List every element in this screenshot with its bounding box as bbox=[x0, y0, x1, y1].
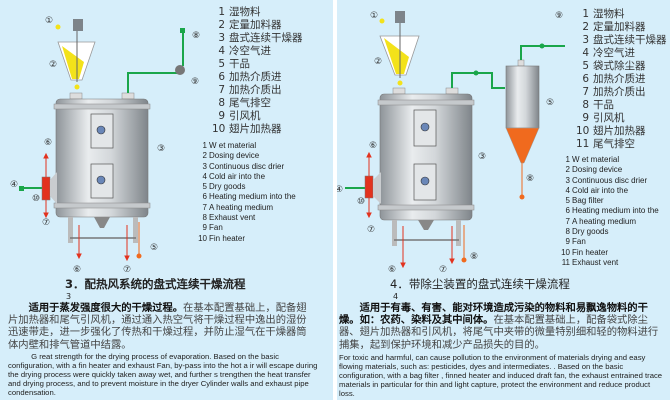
svg-text:⑦: ⑦ bbox=[367, 225, 375, 235]
svg-text:⑦: ⑦ bbox=[439, 265, 447, 275]
hot-air-drying-flow-diagram: ① ② ⑧ ⑨ ③ ⑥ ④ ⑩ ⑦ ⑤ ⑥ ⑦ bbox=[10, 16, 200, 275]
svg-text:⑧: ⑧ bbox=[192, 31, 200, 41]
section-title: 3．配热风系统的盘式连续干燥流程 bbox=[65, 277, 246, 291]
svg-text:③: ③ bbox=[478, 152, 486, 162]
svg-text:①: ① bbox=[45, 16, 53, 26]
svg-text:⑦: ⑦ bbox=[123, 265, 131, 275]
section-number: 3 bbox=[66, 292, 72, 301]
dosing-device bbox=[55, 19, 96, 90]
section-number: 4 bbox=[393, 292, 399, 301]
description-en: For toxic and harmful, can cause polluti… bbox=[339, 353, 663, 398]
svg-text:④: ④ bbox=[10, 180, 18, 190]
exhaust-pipe bbox=[345, 45, 565, 189]
svg-text:⑨: ⑨ bbox=[191, 77, 199, 87]
fan-icon bbox=[175, 65, 185, 75]
svg-text:⑥: ⑥ bbox=[44, 138, 52, 148]
callout-numbers: ① ② ⑧ ⑨ ③ ⑥ ④ ⑩ ⑦ ⑤ ⑥ ⑦ bbox=[10, 16, 200, 275]
svg-text:⑩: ⑩ bbox=[357, 197, 365, 207]
svg-text:⑥: ⑥ bbox=[73, 265, 81, 275]
svg-text:⑧: ⑧ bbox=[470, 252, 478, 262]
svg-text:⑥: ⑥ bbox=[369, 141, 377, 151]
bag-filter bbox=[505, 59, 540, 200]
svg-text:③: ③ bbox=[157, 144, 165, 154]
disc-dryer bbox=[377, 87, 475, 246]
svg-text:⑤: ⑤ bbox=[150, 243, 158, 253]
svg-text:⑧: ⑧ bbox=[526, 174, 534, 184]
svg-text:②: ② bbox=[374, 57, 382, 67]
dust-removal-flow-diagram: ① ② ⑨ ⑤ ③ ⑥ ④ ⑩ ⑦ ⑧ ⑧ ⑥ ⑦ bbox=[337, 11, 565, 275]
svg-text:⑥: ⑥ bbox=[388, 265, 396, 275]
svg-text:⑨: ⑨ bbox=[555, 11, 563, 21]
svg-text:②: ② bbox=[49, 60, 57, 70]
dosing-device bbox=[379, 11, 420, 86]
svg-text:④: ④ bbox=[337, 185, 343, 195]
svg-text:⑤: ⑤ bbox=[546, 98, 554, 108]
callout-numbers: ① ② ⑨ ⑤ ③ ⑥ ④ ⑩ ⑦ ⑧ ⑧ ⑥ ⑦ bbox=[337, 11, 563, 275]
svg-text:⑦: ⑦ bbox=[42, 218, 50, 228]
disc-dryer bbox=[53, 92, 151, 243]
fin-heater bbox=[41, 176, 51, 201]
svg-text:⑩: ⑩ bbox=[32, 194, 40, 204]
description-en: G reat strength for the drying process o… bbox=[8, 352, 318, 397]
description-cn: 适用于蒸发强度很大的干燥过程。在基本配置基础上，配备翅片加热器和尾气引风机，通过… bbox=[8, 302, 307, 351]
svg-text:①: ① bbox=[370, 11, 378, 21]
fin-heater bbox=[364, 175, 374, 199]
section-title: 4．带除尘装置的盘式连续干燥流程 bbox=[390, 277, 570, 291]
description-cn: 适用于有毒、有害、能对环境造成污染的物料和易飘逸物料的干燥。如：农药、染料及其中… bbox=[339, 302, 659, 351]
